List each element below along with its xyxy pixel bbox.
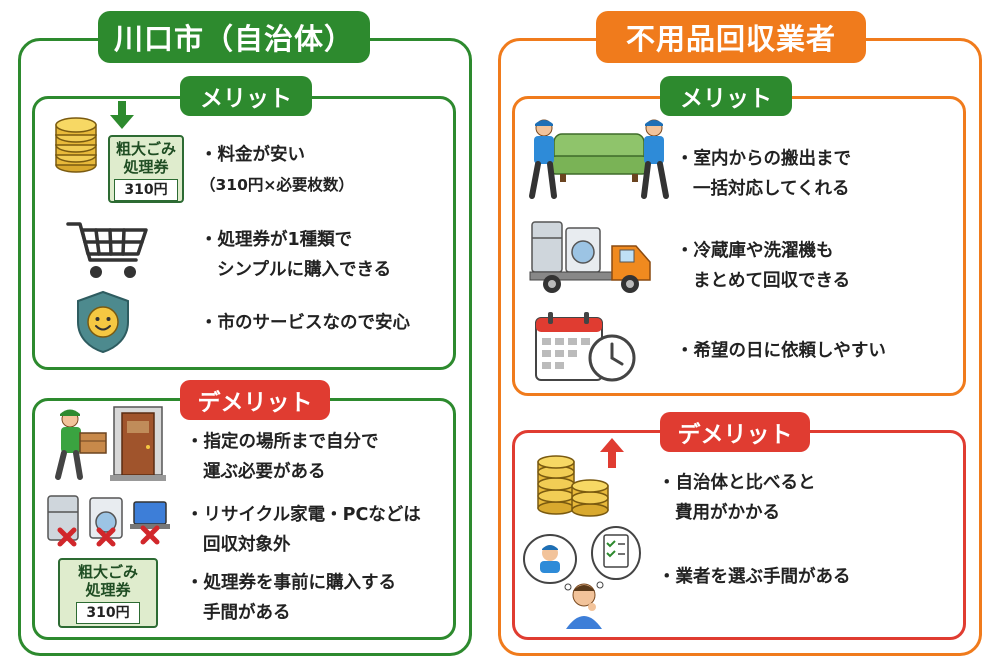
left-demerit-2-line1: ・リサイクル家電・PCなどは	[186, 505, 421, 525]
right-demerit-1-line1: ・自治体と比べると	[658, 473, 816, 493]
left-demerit-1: ・指定の場所まで自分で 運ぶ必要がある	[186, 427, 379, 487]
left-merit-1: ・料金が安い （310円×必要枚数）	[200, 140, 354, 200]
left-merit-1-line2: （310円×必要枚数）	[200, 176, 354, 194]
ticket2-line1: 粗大ごみ	[77, 563, 138, 581]
left-merit-2: ・処理券が1種類で シンプルに購入できる	[200, 225, 391, 285]
left-demerit-3: ・処理券を事前に購入する 手間がある	[186, 568, 396, 628]
down-arrow-icon	[110, 101, 134, 129]
smiley-shield-icon	[77, 290, 129, 354]
coins-icon	[55, 117, 97, 173]
ticket-price: 310円	[114, 179, 178, 201]
left-merit-2-line2: シンプルに購入できる	[217, 260, 392, 280]
ticket-line2: 処理券	[123, 158, 169, 176]
right-title: 不用品回収業者	[596, 11, 866, 63]
appliances-crossed-icon	[47, 495, 170, 547]
left-merit-1-line1: ・料金が安い	[200, 145, 305, 165]
right-merit-3-line1: ・希望の日に依頼しやすい	[676, 341, 886, 361]
right-merit-3: ・希望の日に依頼しやすい	[676, 336, 886, 366]
right-demerit-2: ・業者を選ぶ手間がある	[658, 562, 851, 592]
left-merit-3: ・市のサービスなので安心	[200, 308, 410, 338]
left-demerit-2-line2: 回収対象外	[203, 535, 291, 555]
left-demerit-2: ・リサイクル家電・PCなどは 回収対象外	[186, 500, 421, 560]
right-merit-2: ・冷蔵庫や洗濯機も まとめて回収できる	[676, 236, 850, 296]
left-demerit-3-line2: 手間がある	[203, 603, 291, 623]
right-demerit-1-line2: 費用がかかる	[675, 503, 780, 523]
ticket-icon-merit: 粗大ごみ 処理券 310円	[108, 135, 184, 203]
shopping-cart-icon	[66, 222, 148, 278]
left-merit-2-line1: ・処理券が1種類で	[200, 230, 353, 250]
left-demerit-label: デメリット	[180, 380, 330, 420]
ticket-line1: 粗大ごみ	[115, 140, 176, 158]
right-merit-1-line1: ・室内からの搬出まで	[676, 149, 851, 169]
coins-rising-icon	[537, 438, 624, 517]
thinking-person-icon	[523, 526, 641, 629]
left-merit-label: メリット	[180, 76, 312, 116]
right-demerit-1: ・自治体と比べると 費用がかかる	[658, 468, 816, 528]
movers-carrying-sofa-icon	[529, 119, 669, 199]
right-merit-2-line2: まとめて回収できる	[693, 271, 851, 291]
right-demerit-label: デメリット	[660, 412, 810, 452]
right-merit-label: メリット	[660, 76, 792, 116]
left-demerit-3-line1: ・処理券を事前に購入する	[186, 573, 396, 593]
right-merit-1: ・室内からの搬出まで 一括対応してくれる	[676, 144, 851, 204]
ticket2-line2: 処理券	[85, 581, 131, 599]
left-demerit-1-line1: ・指定の場所まで自分で	[186, 432, 379, 452]
right-merit-1-line2: 一括対応してくれる	[693, 179, 850, 199]
right-merit-2-line1: ・冷蔵庫や洗濯機も	[676, 241, 834, 261]
person-carrying-box-icon	[55, 406, 166, 481]
ticket-icon-demerit: 粗大ごみ 処理券 310円	[58, 558, 158, 628]
left-title: 川口市（自治体）	[98, 11, 370, 63]
left-merit-3-line1: ・市のサービスなので安心	[200, 313, 410, 333]
left-demerit-1-line2: 運ぶ必要がある	[203, 462, 326, 482]
ticket2-price: 310円	[76, 602, 140, 624]
calendar-clock-icon	[535, 312, 636, 382]
right-demerit-2-line1: ・業者を選ぶ手間がある	[658, 567, 851, 587]
truck-with-appliances-icon	[529, 221, 651, 293]
